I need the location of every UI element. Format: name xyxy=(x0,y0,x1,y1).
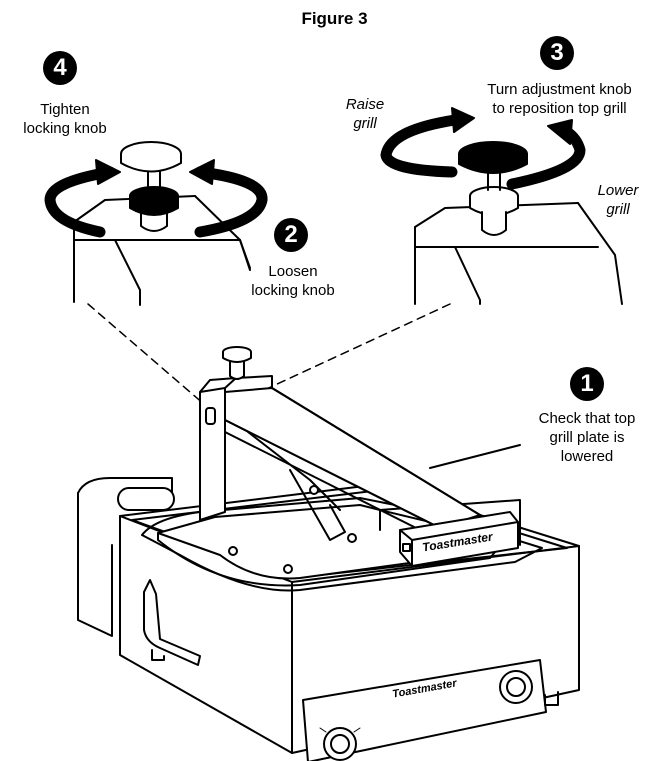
step-2-line-1: Loosen xyxy=(268,263,318,280)
step-1-text: Check that top grill plate is lowered xyxy=(522,409,652,466)
figure-title: Figure 3 xyxy=(301,9,368,28)
lower-line-1: Lower xyxy=(597,182,639,199)
grill-body xyxy=(77,346,580,761)
step-3-line-2: to reposition top grill xyxy=(492,100,627,117)
locking-knob-detail xyxy=(44,141,268,306)
step-4-badge: 4 xyxy=(43,51,77,85)
step-4-text: Tighten locking knob xyxy=(0,100,130,138)
raise-line-1: Raise xyxy=(345,96,385,113)
lower-line-2: grill xyxy=(606,201,630,218)
raise-line-2: grill xyxy=(353,115,377,132)
raise-grill-label: Raise grill xyxy=(325,95,405,133)
step-4-line-2: locking knob xyxy=(23,120,107,137)
step-4-line-1: Tighten xyxy=(40,101,90,118)
step-2-text: Loosen locking knob xyxy=(228,262,358,300)
step-2-badge: 2 xyxy=(274,218,308,252)
lower-grill-label: Lower grill xyxy=(578,181,658,219)
step-3-badge: 3 xyxy=(540,36,574,70)
step-3-text: Turn adjustment knob to reposition top g… xyxy=(462,80,657,118)
step-2-line-2: locking knob xyxy=(251,282,335,299)
step-3-line-1: Turn adjustment knob xyxy=(487,81,632,98)
step-1-line-3: lowered xyxy=(560,448,614,465)
step-1-line-2: grill plate is xyxy=(549,429,625,446)
adjustment-knob-detail xyxy=(380,107,623,305)
step-1-line-1: Check that top xyxy=(538,410,636,427)
step-1-badge: 1 xyxy=(570,367,604,401)
